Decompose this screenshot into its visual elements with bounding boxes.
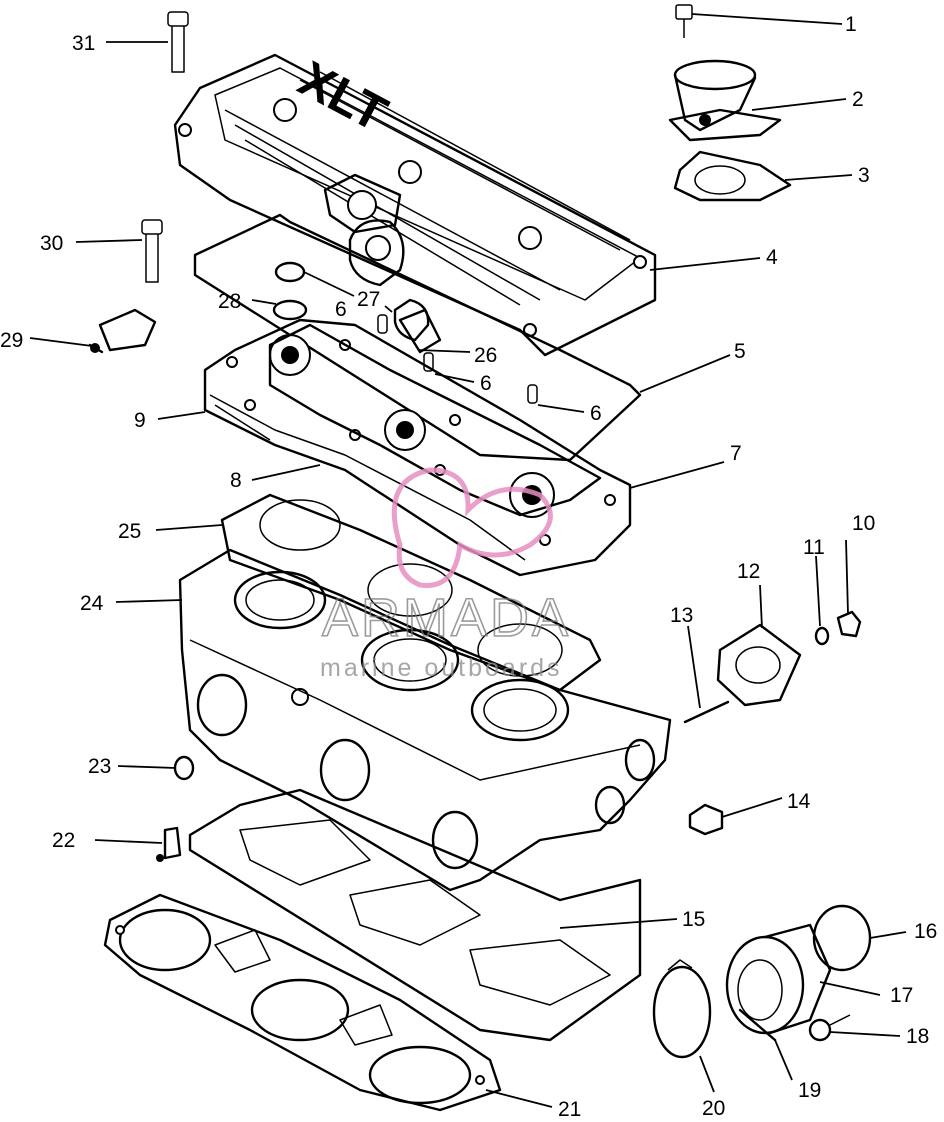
callout-13: 13 — [670, 604, 693, 627]
water-outlet-elbow — [668, 59, 782, 142]
watermark-logo — [391, 467, 553, 588]
bypass-hose — [398, 308, 442, 354]
washer-11 — [814, 626, 830, 646]
callout-27: 27 — [357, 288, 380, 311]
watermark-title: ARMADA — [322, 588, 571, 648]
screw-18 — [808, 1014, 851, 1042]
callout-12: 12 — [737, 560, 760, 583]
bolt-1 — [675, 4, 693, 38]
screw-19 — [738, 1008, 777, 1042]
callout-26: 26 — [474, 344, 497, 367]
temperature-sensor — [88, 308, 157, 354]
exhaust-gasket — [103, 893, 502, 1112]
cylinder-head — [203, 318, 632, 577]
callout-15: 15 — [682, 908, 705, 931]
callout-2: 2 — [852, 88, 864, 111]
callout-8: 8 — [230, 469, 242, 492]
callout-numbers: 1 2 3 4 5 6 6 6 7 8 9 10 11 12 13 14 15 … — [0, 13, 937, 1121]
stud — [683, 700, 730, 724]
callout-3: 3 — [858, 164, 870, 187]
watermark-subtitle: marine outboards — [320, 654, 563, 682]
callout-6b: 6 — [480, 372, 492, 395]
cover-lettering: XLT — [290, 50, 396, 142]
callout-9: 9 — [134, 409, 146, 432]
callout-28: 28 — [218, 290, 241, 313]
callout-24: 24 — [80, 592, 104, 615]
thermostat-housing — [348, 219, 430, 342]
watermark: ARMADA marine outboards — [320, 467, 571, 682]
callout-17: 17 — [890, 984, 913, 1007]
plug-23 — [173, 755, 195, 781]
callout-21: 21 — [558, 1098, 581, 1121]
callout-18: 18 — [906, 1025, 929, 1048]
callout-6c: 6 — [590, 402, 602, 425]
nut-14 — [688, 803, 724, 836]
bolt-30 — [141, 219, 163, 283]
callout-19: 19 — [798, 1079, 821, 1102]
callout-31: 31 — [72, 32, 95, 55]
callout-25: 25 — [118, 520, 141, 543]
callout-20: 20 — [702, 1097, 725, 1120]
callout-4: 4 — [766, 246, 778, 269]
callout-1: 1 — [845, 13, 857, 36]
washers — [272, 261, 308, 321]
callout-10: 10 — [852, 512, 875, 535]
callout-16: 16 — [914, 920, 937, 943]
callout-6a: 6 — [335, 298, 347, 321]
cylinder-block — [178, 548, 672, 892]
cover-gasket — [193, 213, 642, 462]
fitting-22 — [156, 826, 182, 862]
nut-10 — [836, 610, 862, 638]
cylinder-head-gasket — [220, 493, 602, 692]
cylinder-head-cover: XLT — [173, 50, 657, 357]
callout-29: 29 — [0, 329, 23, 352]
callout-23: 23 — [88, 755, 111, 778]
exhaust-flange-gasket — [716, 623, 802, 707]
callout-14: 14 — [787, 790, 811, 813]
cylinder-base-gasket — [188, 788, 642, 1042]
dowel-pins — [377, 314, 538, 404]
callout-11: 11 — [803, 536, 825, 559]
o-ring — [812, 904, 872, 972]
callout-7: 7 — [730, 442, 742, 465]
elbow-gasket — [673, 150, 792, 202]
callout-5: 5 — [734, 340, 746, 363]
callout-22: 22 — [52, 829, 75, 852]
bolt-31 — [167, 11, 189, 73]
hose-clamp — [652, 959, 712, 1059]
leader-lines — [29, 13, 907, 1108]
head-o-ring-gasket — [268, 323, 602, 517]
callout-30: 30 — [40, 232, 63, 255]
